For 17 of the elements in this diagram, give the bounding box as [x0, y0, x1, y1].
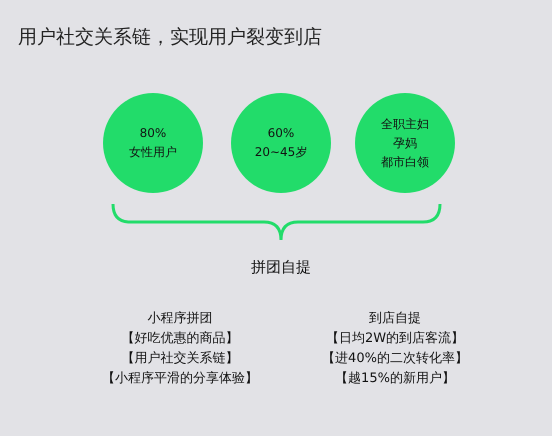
text-line: 小程序拼团 [148, 310, 212, 327]
node-text: 孕妈 [393, 134, 417, 152]
text-line: 【用户社交关系链】 [122, 350, 238, 367]
text-line: 【进40%的二次转化率】 [322, 350, 468, 367]
node-text: 都市白领 [381, 154, 429, 170]
node-text: 全职主妇 [381, 116, 429, 132]
node-text: 60% [268, 125, 294, 142]
brace-label: 拼团自提 [251, 258, 311, 277]
text-line: 【日均2W的到店客流】 [326, 330, 464, 347]
node-text: 80% [140, 125, 166, 142]
text-line: 【小程序平滑的分享体验】 [102, 370, 258, 387]
title: 用户社交关系链，实现用户裂变到店 [18, 25, 322, 50]
text-line: 到店自提 [369, 310, 421, 327]
text-line: 【越15%的新用户】 [335, 370, 455, 387]
text-line: 【好吃优惠的商品】 [122, 330, 238, 347]
node-text: 女性用户 [129, 144, 177, 161]
node-text: 20~45岁 [254, 144, 308, 161]
